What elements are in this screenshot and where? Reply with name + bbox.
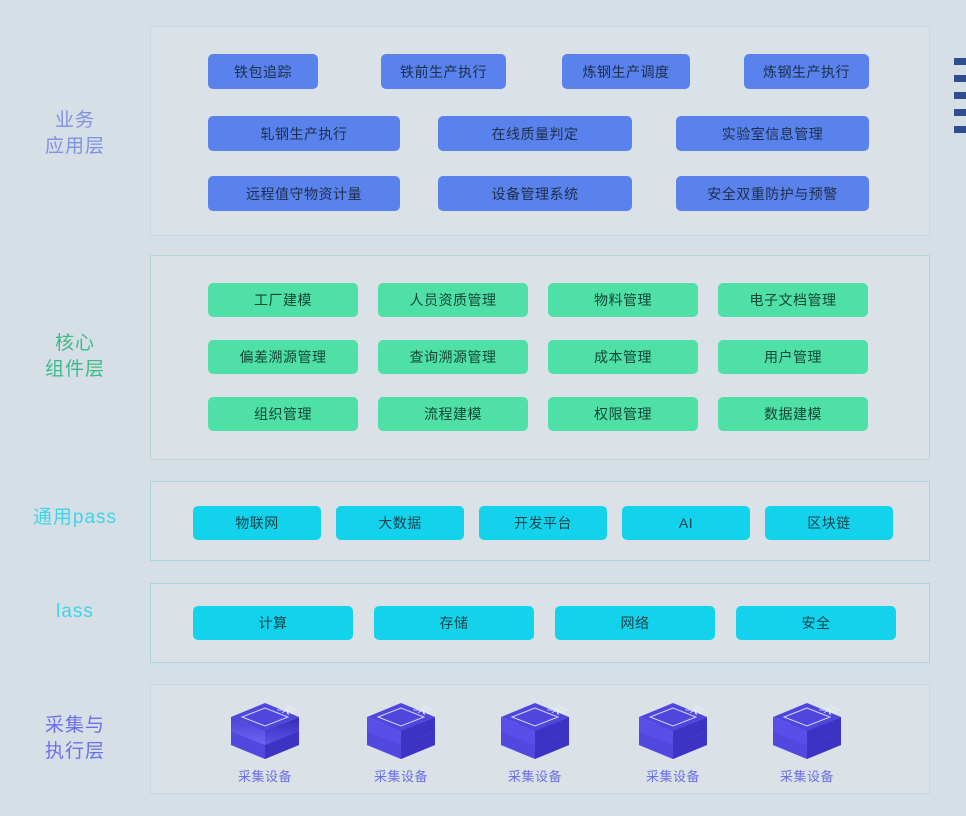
core-tile-factory-modeling[interactable]: 工厂建模 <box>208 283 358 317</box>
core-tile-query-traceability[interactable]: 查询溯源管理 <box>378 340 528 374</box>
app-tile-steelmaking-scheduling[interactable]: 炼钢生产调度 <box>562 54 690 89</box>
device-node-2[interactable]: 采 采集设备 <box>353 697 449 785</box>
app-tile-rolling-execution[interactable]: 轧钢生产执行 <box>208 116 400 151</box>
paas-tile-dev-platform[interactable]: 开发平台 <box>479 506 607 540</box>
core-tile-electronic-document-management[interactable]: 电子文档管理 <box>718 283 868 317</box>
core-tile-organization-management[interactable]: 组织管理 <box>208 397 358 431</box>
collection-device-icon: 采 <box>231 703 301 759</box>
edge-bullet-marks <box>950 58 966 143</box>
core-tile-permission-management[interactable]: 权限管理 <box>548 397 698 431</box>
collection-device-icon: 采 <box>367 703 437 759</box>
core-tile-user-management[interactable]: 用户管理 <box>718 340 868 374</box>
device-glyph: 采 <box>543 705 571 717</box>
device-label: 采集设备 <box>779 769 834 784</box>
edge-bullet-mark <box>954 75 966 82</box>
app-tile-remote-material-metering[interactable]: 远程值守物资计量 <box>208 176 400 211</box>
layer-label-core: 核心 组件层 <box>44 333 105 380</box>
app-tile-safety-dual-prevention-warning[interactable]: 安全双重防护与预警 <box>676 176 869 211</box>
device-glyph: 采 <box>409 705 437 717</box>
paas-tile-iot[interactable]: 物联网 <box>193 506 321 540</box>
device-glyph: 采 <box>681 705 709 717</box>
paas-tile-blockchain[interactable]: 区块链 <box>765 506 893 540</box>
core-tile-cost-management[interactable]: 成本管理 <box>548 340 698 374</box>
device-node-3[interactable]: 采 采集设备 <box>487 697 583 785</box>
device-node-5[interactable]: 采 采集设备 <box>759 697 855 785</box>
iaas-tile-storage[interactable]: 存储 <box>374 606 534 640</box>
layer-label-paas: 通用pass <box>32 507 118 528</box>
device-node-4[interactable]: 采 采集设备 <box>625 697 721 785</box>
layer-label-collect: 采集与 执行层 <box>44 715 105 762</box>
collection-device-icon: 采 <box>773 703 843 759</box>
core-tile-deviation-traceability[interactable]: 偏差溯源管理 <box>208 340 358 374</box>
app-tile-iron-ladle-tracking[interactable]: 铁包追踪 <box>208 54 318 89</box>
app-tile-ironmaking-execution[interactable]: 铁前生产执行 <box>381 54 506 89</box>
app-tile-steelmaking-execution[interactable]: 炼钢生产执行 <box>744 54 869 89</box>
device-label: 采集设备 <box>645 769 700 784</box>
layer-label-iaas: lass <box>56 601 94 622</box>
core-tile-material-management[interactable]: 物料管理 <box>548 283 698 317</box>
device-glyph: 采 <box>273 705 301 717</box>
device-label: 采集设备 <box>507 769 562 784</box>
collection-device-icon: 采 <box>639 703 709 759</box>
paas-tile-big-data[interactable]: 大数据 <box>336 506 464 540</box>
edge-bullet-mark <box>954 126 966 133</box>
device-node-1[interactable]: 采 采集设备 <box>217 697 313 785</box>
device-label: 采集设备 <box>237 769 292 784</box>
core-tile-personnel-qualification[interactable]: 人员资质管理 <box>378 283 528 317</box>
device-label: 采集设备 <box>373 769 428 784</box>
edge-bullet-mark <box>954 109 966 116</box>
app-tile-equipment-management-system[interactable]: 设备管理系统 <box>438 176 632 211</box>
core-tile-data-modeling[interactable]: 数据建模 <box>718 397 868 431</box>
iaas-tile-security[interactable]: 安全 <box>736 606 896 640</box>
app-tile-online-quality-judgement[interactable]: 在线质量判定 <box>438 116 632 151</box>
edge-bullet-mark <box>954 58 966 65</box>
paas-tile-ai[interactable]: AI <box>622 506 750 540</box>
iaas-tile-network[interactable]: 网络 <box>555 606 715 640</box>
app-tile-lab-information-management[interactable]: 实验室信息管理 <box>676 116 869 151</box>
layer-label-business: 业务 应用层 <box>44 110 105 157</box>
edge-bullet-mark <box>954 92 966 99</box>
collection-device-icon: 采 <box>501 703 571 759</box>
iaas-tile-compute[interactable]: 计算 <box>193 606 353 640</box>
core-tile-process-modeling[interactable]: 流程建模 <box>378 397 528 431</box>
device-glyph: 采 <box>815 705 843 717</box>
